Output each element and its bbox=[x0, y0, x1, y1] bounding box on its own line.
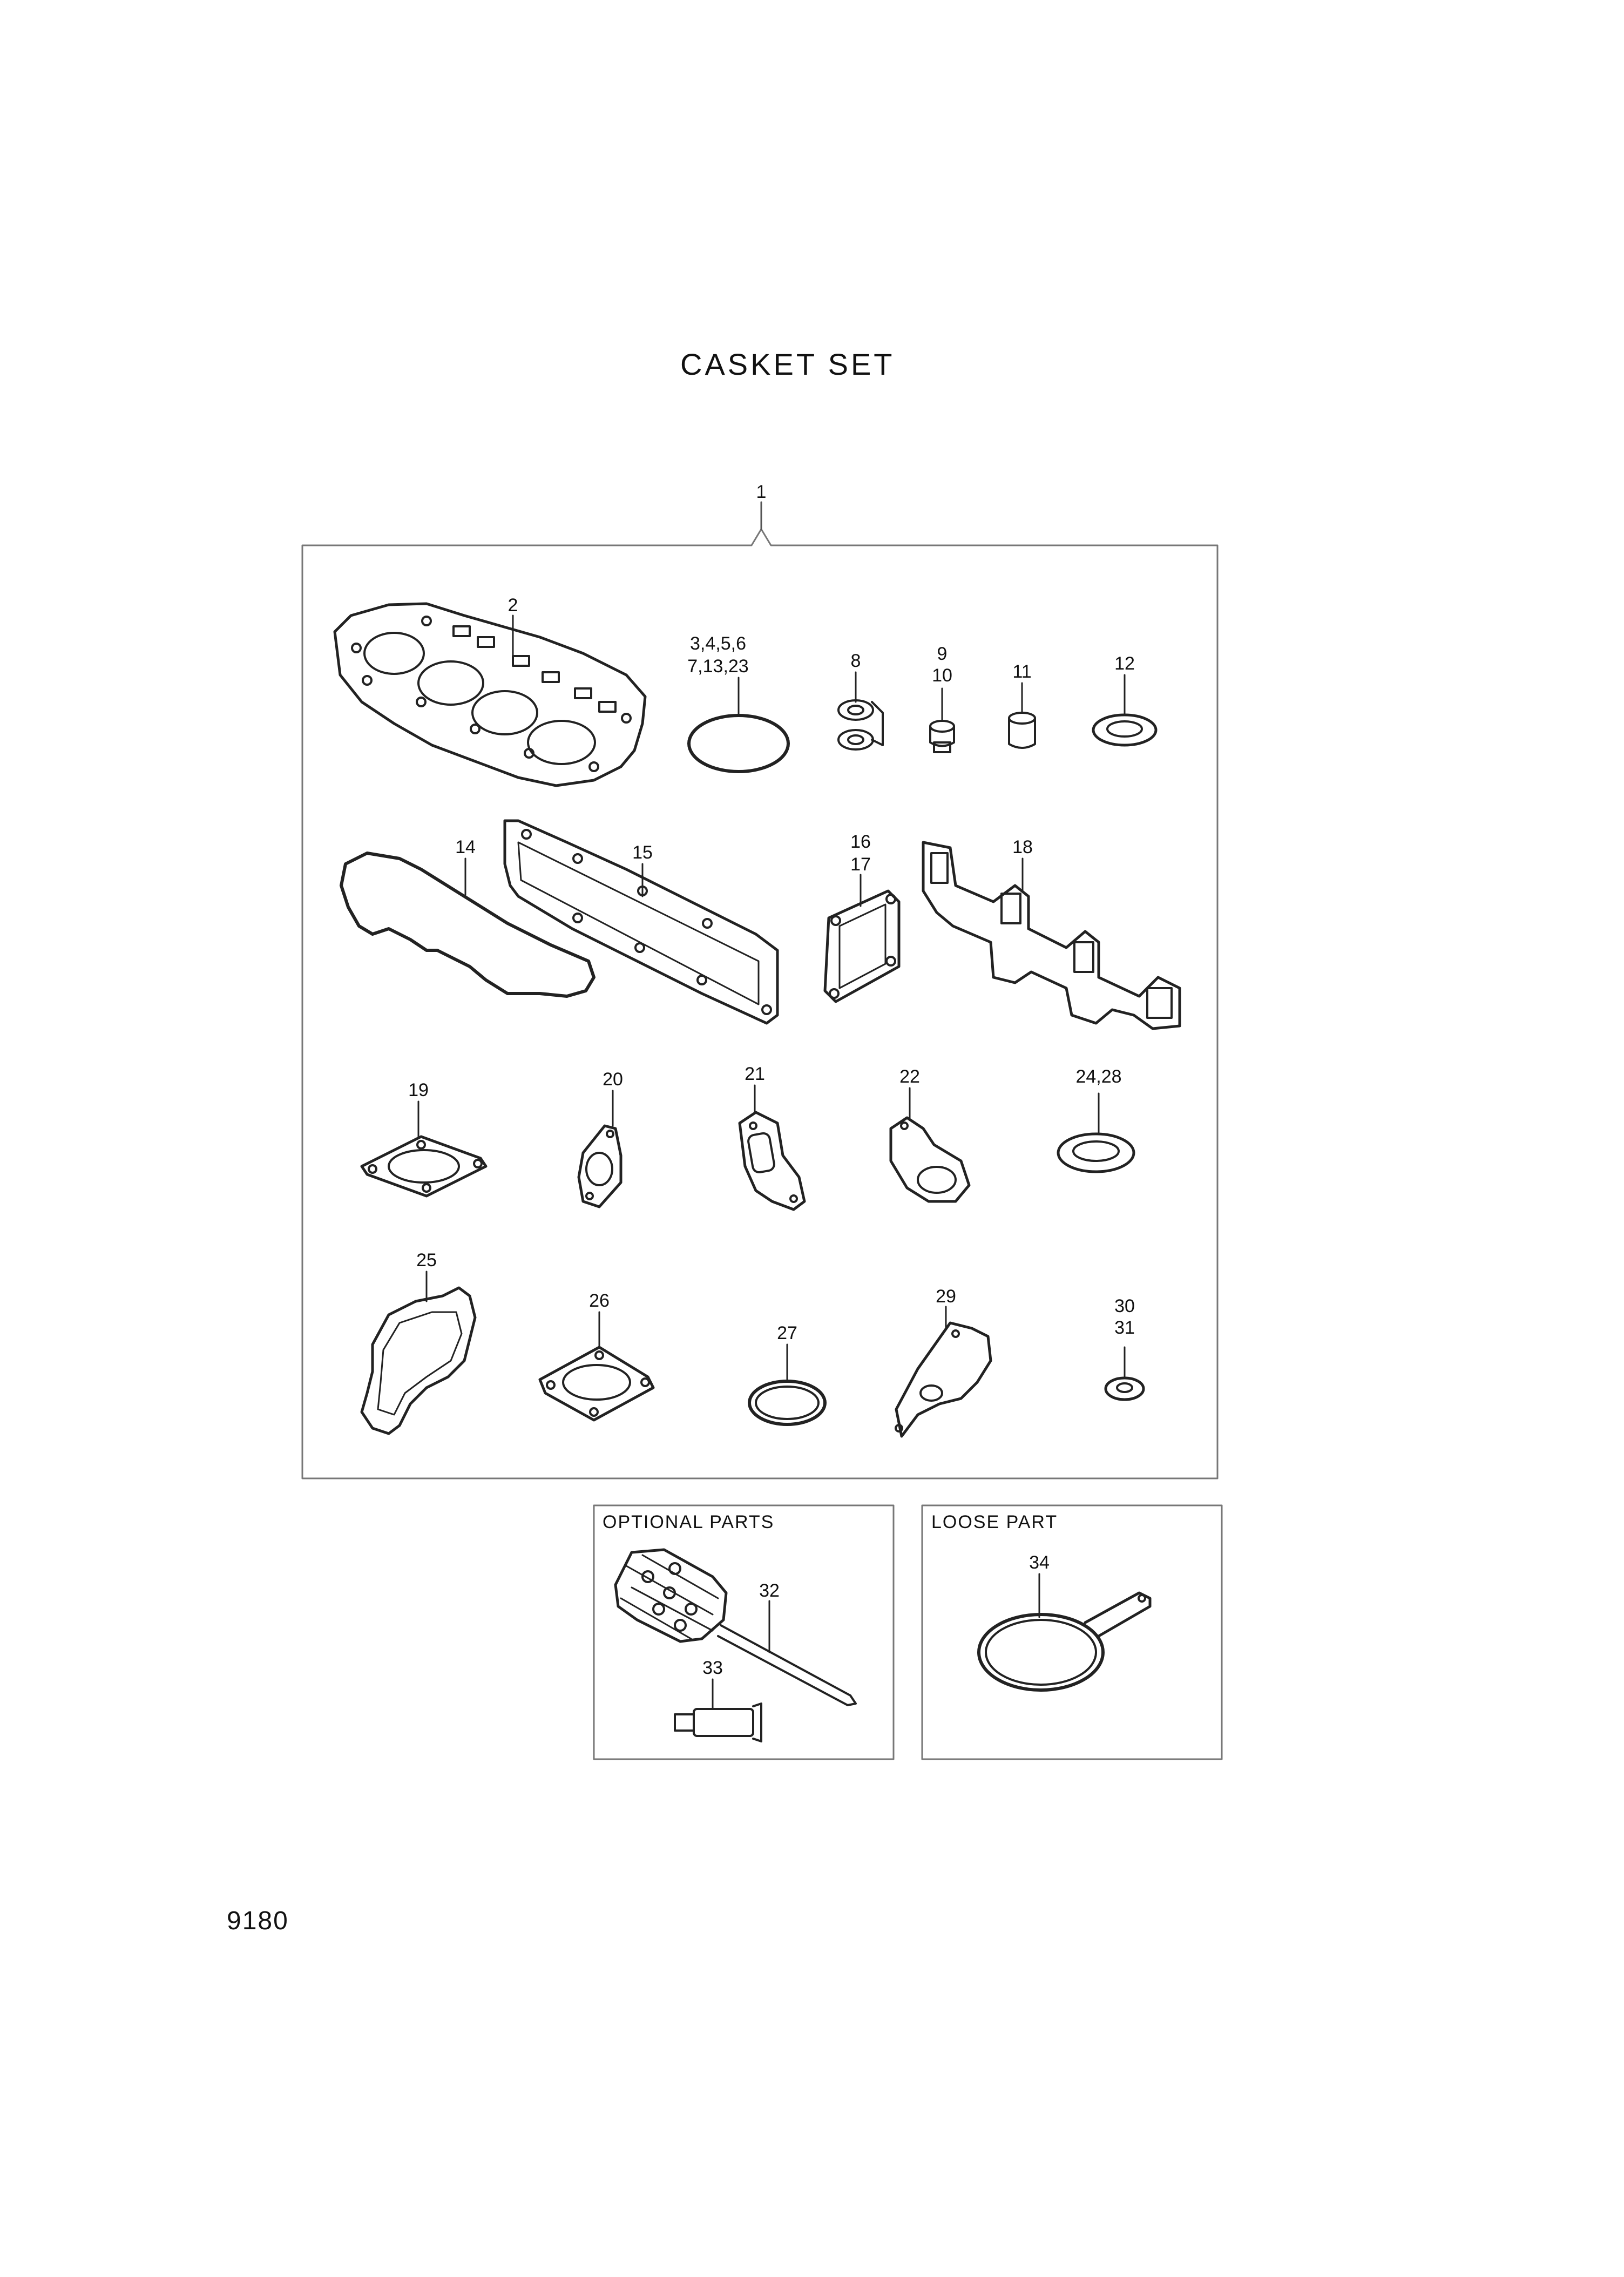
part-14-cover-gasket-icon bbox=[340, 852, 596, 998]
loose-part-label: LOOSE PART bbox=[931, 1512, 1058, 1532]
callout-8: 8 bbox=[851, 651, 861, 671]
part-2-head-gasket-icon bbox=[333, 602, 647, 787]
part-11-bush-icon bbox=[1008, 712, 1036, 749]
callout-34: 34 bbox=[1029, 1552, 1050, 1573]
part-9-valve-seal-icon bbox=[929, 720, 955, 753]
part-22-cover-gasket-icon bbox=[889, 1116, 971, 1203]
callout-9: 9 bbox=[937, 644, 948, 664]
page-number: 9180 bbox=[227, 1907, 289, 1935]
callout-10: 10 bbox=[932, 665, 952, 686]
callout-21: 21 bbox=[745, 1064, 765, 1084]
callout-15: 15 bbox=[632, 842, 653, 863]
callout-3a: 3,4,5,6 bbox=[690, 633, 746, 654]
part-3-oring-icon bbox=[687, 714, 790, 773]
callout-18: 18 bbox=[1012, 837, 1033, 857]
callout-25: 25 bbox=[416, 1250, 437, 1271]
callout-16: 16 bbox=[850, 832, 871, 852]
callout-30: 30 bbox=[1114, 1296, 1135, 1316]
callout-20: 20 bbox=[603, 1069, 623, 1090]
callout-31: 31 bbox=[1114, 1317, 1135, 1338]
part-24-washer-icon bbox=[1057, 1132, 1135, 1173]
callout-12: 12 bbox=[1114, 653, 1135, 674]
part-32-hone-brush-icon bbox=[614, 1548, 857, 1706]
part-19-flange-gasket-icon bbox=[360, 1135, 488, 1198]
part-12-washer-icon bbox=[1092, 713, 1158, 747]
part-16-square-gasket-icon bbox=[823, 889, 901, 1003]
part-33-sealant-tube-icon bbox=[674, 1702, 762, 1742]
callout-27: 27 bbox=[777, 1323, 797, 1343]
callout-1: 1 bbox=[756, 482, 767, 502]
main-parts-frame bbox=[301, 528, 1219, 1479]
part-21-rect-gasket-icon bbox=[738, 1111, 806, 1211]
loose-part-box bbox=[921, 1504, 1223, 1760]
optional-parts-label: OPTIONAL PARTS bbox=[603, 1512, 775, 1532]
callout-33: 33 bbox=[702, 1658, 723, 1678]
part-30-washer-icon bbox=[1104, 1376, 1145, 1401]
part-27-ring-icon bbox=[748, 1380, 827, 1426]
callout-22: 22 bbox=[899, 1066, 920, 1087]
part-34-filter-wrench-icon bbox=[977, 1591, 1152, 1692]
callout-11: 11 bbox=[1012, 661, 1031, 682]
part-8-seal-icon bbox=[837, 699, 884, 751]
callout-29: 29 bbox=[936, 1286, 956, 1307]
callout-17: 17 bbox=[850, 854, 871, 875]
part-20-oval-gasket-icon bbox=[577, 1124, 622, 1208]
callout-32: 32 bbox=[759, 1580, 780, 1601]
callout-26: 26 bbox=[589, 1290, 610, 1311]
callout-14: 14 bbox=[455, 837, 476, 857]
part-25-pump-gasket-icon bbox=[360, 1286, 477, 1435]
callout-3b: 7,13,23 bbox=[687, 656, 748, 677]
optional-parts-box bbox=[593, 1504, 895, 1760]
callout-24-28: 24,28 bbox=[1075, 1066, 1121, 1087]
callout-19: 19 bbox=[408, 1080, 429, 1100]
page-title: CASKET SET bbox=[680, 347, 895, 381]
callout-2: 2 bbox=[508, 595, 518, 616]
part-29-cover-gasket-icon bbox=[895, 1321, 992, 1438]
part-18-exhaust-gasket-icon bbox=[922, 841, 1181, 1030]
part-26-flange-gasket-icon bbox=[538, 1346, 655, 1422]
